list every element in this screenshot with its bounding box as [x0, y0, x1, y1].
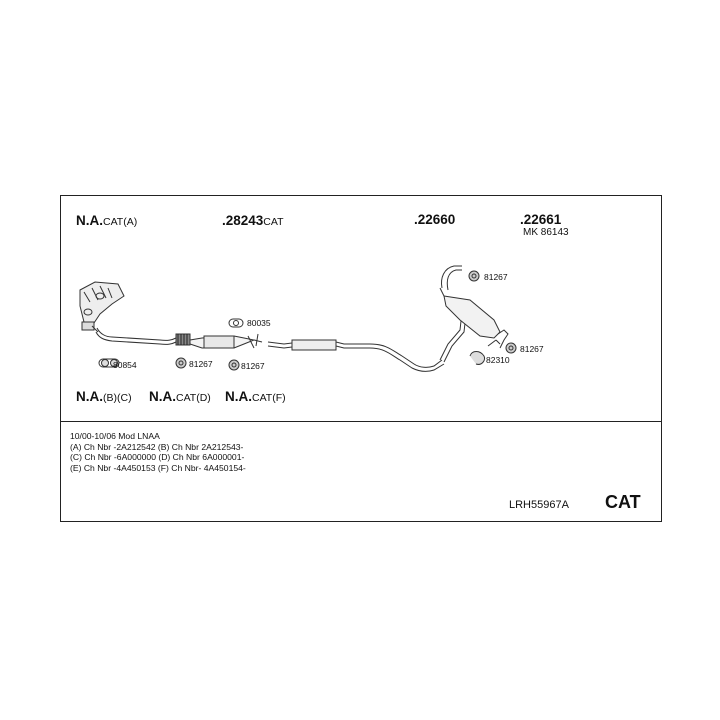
front-pipe [95, 327, 177, 345]
part-81267-d: 81267 [520, 344, 544, 354]
middle-pipe [267, 339, 445, 372]
muffler-22661-label: .22661 [520, 212, 562, 227]
part-81267-b: 81267 [241, 361, 265, 371]
catalytic-converter [189, 335, 263, 349]
chassis-line-3: (C) Ch Nbr -6A000000 (D) Ch Nbr 6A000001… [70, 452, 245, 463]
na-cat-a-label: N.A.CAT(A) [76, 213, 138, 228]
cat-28243-label: .28243CAT [222, 213, 284, 228]
diagram-frame [60, 195, 662, 522]
chassis-line-2: (A) Ch Nbr -2A212542 (B) Ch Nbr 2A212543… [70, 441, 244, 452]
flex-pipe [175, 333, 191, 346]
pipe-22660-label: .22660 [414, 212, 456, 227]
part-82310: 82310 [486, 355, 510, 365]
chassis-line-4: (E) Ch Nbr -4A450153 (F) Ch Nbr- 4A45015… [70, 462, 246, 473]
na-cat-d-label: N.A.CAT(D) [149, 389, 211, 404]
na-bc-label: N.A.(B)(C) [76, 389, 132, 404]
chassis-line-1: 10/00-10/06 Mod LNAA [70, 431, 160, 441]
rear-muffler [439, 265, 509, 363]
part-81267-c: 81267 [484, 272, 508, 282]
na-cat-f-label: N.A.CAT(F) [225, 389, 286, 404]
exhaust-manifold [79, 281, 125, 333]
chassis-info: 10/00-10/06 Mod LNAA (A) Ch Nbr -2A21254… [70, 431, 246, 473]
rubber-mounts [98, 270, 517, 371]
section-divider [60, 421, 662, 422]
part-81267-a: 81267 [189, 359, 213, 369]
part-80035: 80035 [247, 318, 271, 328]
part-80854: 80854 [113, 360, 137, 370]
category-label: CAT [605, 492, 641, 512]
reference-number: LRH55967A [509, 499, 569, 511]
mk-86143-label: MK 86143 [523, 227, 569, 238]
